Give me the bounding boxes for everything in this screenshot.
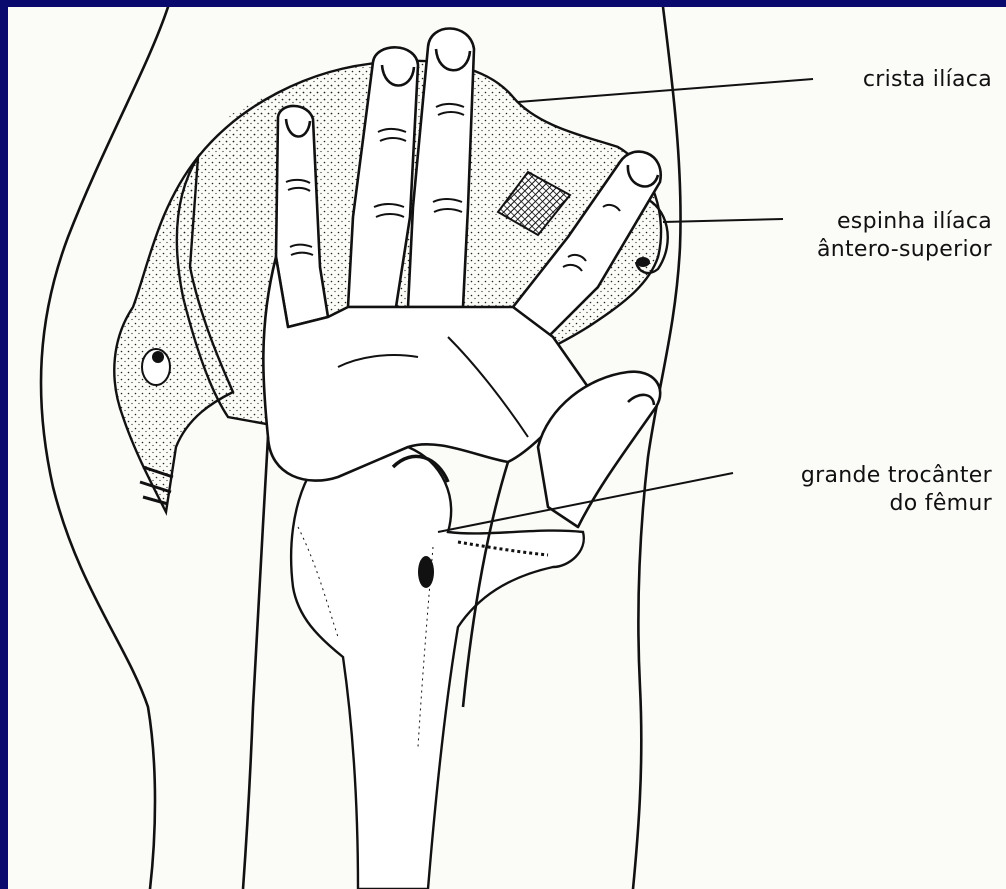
anatomy-drawing xyxy=(8,7,1006,889)
label-crista-iliaca: crista ilíaca xyxy=(863,66,992,94)
femur-icon xyxy=(291,441,584,889)
label-grande-trocanter: grande trocânter do fêmur xyxy=(801,462,992,518)
label-trocanter-line1: grande trocânter xyxy=(801,462,992,490)
figure-frame: crista ilíaca espinha ilíaca ântero-supe… xyxy=(8,7,1006,889)
label-espinha-line2: ântero-superior xyxy=(817,236,992,264)
label-espinha-line1: espinha ilíaca xyxy=(817,208,992,236)
label-trocanter-line2: do fêmur xyxy=(801,490,992,518)
label-espinha-iliaca: espinha ilíaca ântero-superior xyxy=(817,208,992,264)
crista-leader-line xyxy=(518,79,813,102)
label-crista-line1: crista ilíaca xyxy=(863,66,992,94)
